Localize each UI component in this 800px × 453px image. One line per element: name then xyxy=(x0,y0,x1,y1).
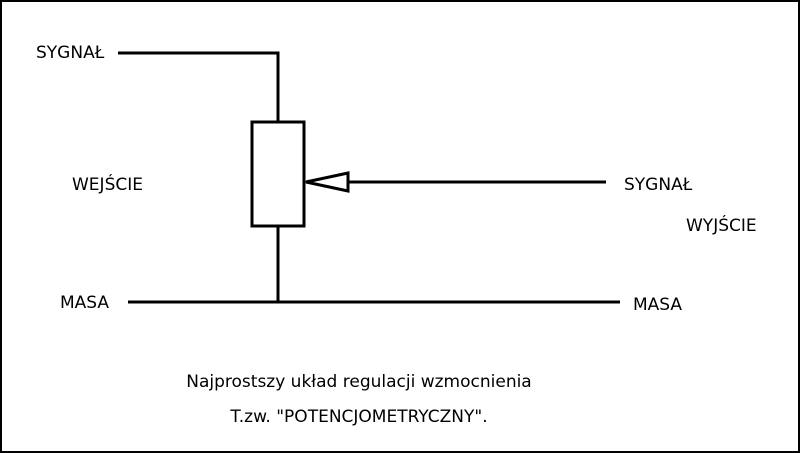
label-output-signal: SYGNAŁ xyxy=(624,175,693,195)
input-signal-wire xyxy=(118,51,280,122)
label-output-ground: MASA xyxy=(633,295,683,315)
wiper-arrowhead xyxy=(305,171,350,193)
caption-line-1: Najprostszy układ regulacji wzmocnienia xyxy=(186,372,532,392)
label-input-signal: SYGNAŁ xyxy=(36,43,105,63)
label-output-side: WYJŚCIE xyxy=(686,216,757,236)
caption-line-2: T.zw. "POTENCJOMETRYCZNY". xyxy=(230,407,488,427)
label-input-side: WEJŚCIE xyxy=(72,175,143,195)
potentiometer-body xyxy=(250,120,306,228)
label-input-ground: MASA xyxy=(60,293,110,313)
